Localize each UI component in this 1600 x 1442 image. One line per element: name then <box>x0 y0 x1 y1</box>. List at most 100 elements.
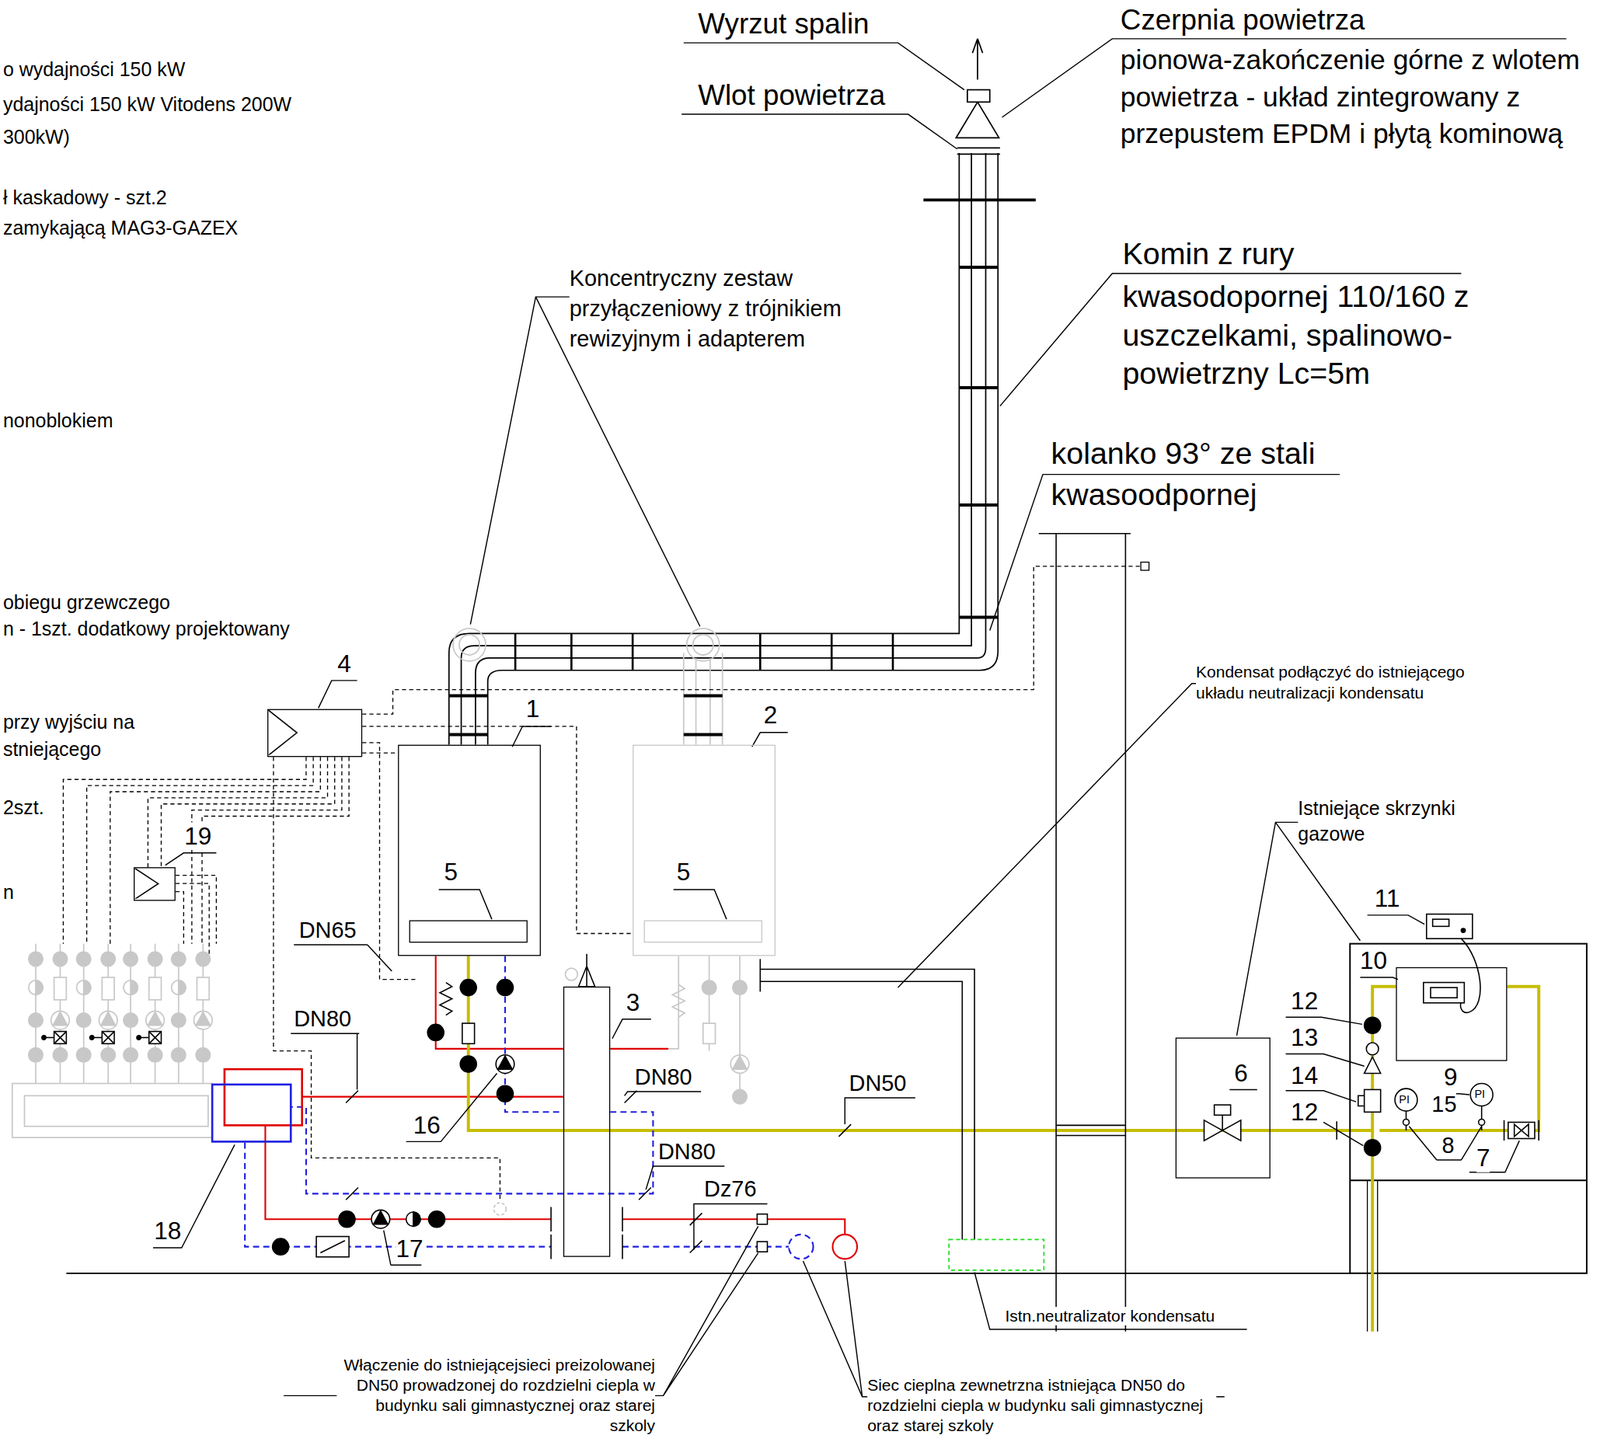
callout-number: 4 <box>337 649 352 678</box>
existing-chimney <box>1056 1135 1126 1137</box>
leader-line <box>844 1098 916 1125</box>
annotation-text: Komin z rury <box>1122 237 1294 272</box>
hydraulic-separator: 3 <box>563 986 611 1258</box>
annotation-text: Koncentryczny zestaw przyłączeniowy z tr… <box>569 263 889 356</box>
pipe-fitting <box>550 1206 623 1259</box>
flue-pipe <box>955 101 999 138</box>
annotation-text: Wlot powietrza <box>697 79 886 112</box>
control-wire <box>175 883 210 955</box>
flue-pipe <box>475 153 987 746</box>
gas-fitting <box>1403 1119 1410 1126</box>
leader-line <box>318 680 358 708</box>
condensate-pipe <box>759 981 963 1240</box>
heating-circuit <box>123 944 165 1085</box>
leader-line <box>153 38 1567 1398</box>
flue-pipe <box>488 153 999 746</box>
pipe-size-label: Dz76 <box>704 1176 757 1203</box>
callout-number: 7 <box>1476 1143 1491 1172</box>
supply-pipe <box>264 1049 858 1260</box>
pipe-fitting <box>496 979 513 997</box>
existing-chimney <box>1038 533 1131 535</box>
existing-chimney <box>1038 533 1131 1332</box>
control-wire <box>202 756 349 944</box>
leader-line <box>1323 1122 1363 1146</box>
boiler-fittings-grey <box>732 980 747 995</box>
gas-fitting <box>1514 1124 1529 1137</box>
leader-line <box>1237 822 1475 1036</box>
pipe-fitting <box>460 1056 477 1073</box>
flue-joint <box>683 696 723 736</box>
callout-number: 16 <box>413 1111 441 1140</box>
leader-line <box>1408 1126 1482 1161</box>
gas-fitting <box>1460 938 1481 1013</box>
annotation-text: kolanko 93° ze stali <box>1051 436 1316 472</box>
control-wire <box>62 756 307 944</box>
control-wire <box>362 566 1141 715</box>
leader-line <box>512 726 551 747</box>
zone-valve <box>90 1031 116 1045</box>
control-wire <box>87 756 314 944</box>
callout-number: 12 <box>1290 1098 1318 1126</box>
callout-number: 17 <box>395 1234 423 1263</box>
flue-pipe <box>972 38 983 81</box>
pipe-size-label: DN80 <box>634 1064 693 1091</box>
gas-fitting <box>1204 914 1540 1157</box>
heat-exchanger: 5 <box>644 920 763 944</box>
pipe-size-label: DN65 <box>299 917 357 944</box>
return-pipe <box>788 1234 814 1260</box>
pipe-size-label: DN80 <box>293 1006 352 1032</box>
plate-heat-exchanger <box>211 1068 304 1144</box>
leader-line <box>974 1272 1248 1330</box>
gas-fitting <box>1508 1122 1535 1139</box>
zone-valve <box>41 1031 162 1045</box>
leader-line <box>681 114 958 150</box>
ground-line <box>66 1272 1350 1275</box>
gas-fitting <box>1221 1115 1224 1131</box>
heating-circuit <box>28 944 70 1085</box>
condensate-pipe <box>759 969 975 1240</box>
annotation-text: Istniejące skrzynki gazowe <box>1297 797 1487 848</box>
temperature-sensor <box>1140 562 1150 572</box>
supply-pipe <box>610 1048 669 1050</box>
control-wire <box>175 892 185 945</box>
annotation-text: nonoblokiem <box>3 410 113 433</box>
pipe-fitting <box>406 1212 421 1227</box>
flue-pipe <box>515 633 893 670</box>
control-wire <box>147 756 328 868</box>
flue-pipe <box>449 696 489 736</box>
boiler-fittings-grey <box>701 980 716 995</box>
supply-pipe <box>435 955 564 1049</box>
leader-line <box>673 889 727 920</box>
pipe-fitting <box>439 983 453 1016</box>
gas-box: 6 <box>1175 1037 1271 1179</box>
existing-chimney <box>1055 533 1057 1332</box>
flue-pipe <box>957 147 1001 154</box>
leader-line <box>989 474 1340 631</box>
annotation-text: obiegu grzewczego <box>3 592 171 615</box>
flue-stub <box>686 628 720 662</box>
boiler-fittings-grey <box>564 968 578 981</box>
pipe-fitting <box>373 1211 388 1225</box>
annotation-text: Czerpnia powietrza <box>1120 3 1366 37</box>
callout-number: 19 <box>184 822 212 851</box>
return-pipe <box>290 1107 653 1195</box>
pipe-fitting <box>578 954 596 987</box>
annotation-text: ydajności 150 kW Vitodens 200W <box>3 94 292 117</box>
boiler-fittings-grey <box>732 1089 747 1104</box>
flue-pipe <box>461 153 973 746</box>
gas-fitting <box>1364 1017 1381 1034</box>
control-wire <box>175 875 217 945</box>
gauge-label: PI <box>1398 1092 1410 1106</box>
gas-fitting <box>1470 1084 1493 1107</box>
leader-line <box>439 889 492 920</box>
heating-circuit <box>12 1084 213 1139</box>
gas-fitting <box>1364 1056 1381 1074</box>
pipe-fitting <box>338 1211 356 1228</box>
pipe-fitting <box>756 1241 767 1252</box>
controller-box: 19 <box>133 867 176 901</box>
gas-fitting <box>1364 1089 1381 1112</box>
control-wire <box>160 756 335 868</box>
annotation-text: pionowa-zakończenie górne z wlotem powie… <box>1120 42 1597 153</box>
